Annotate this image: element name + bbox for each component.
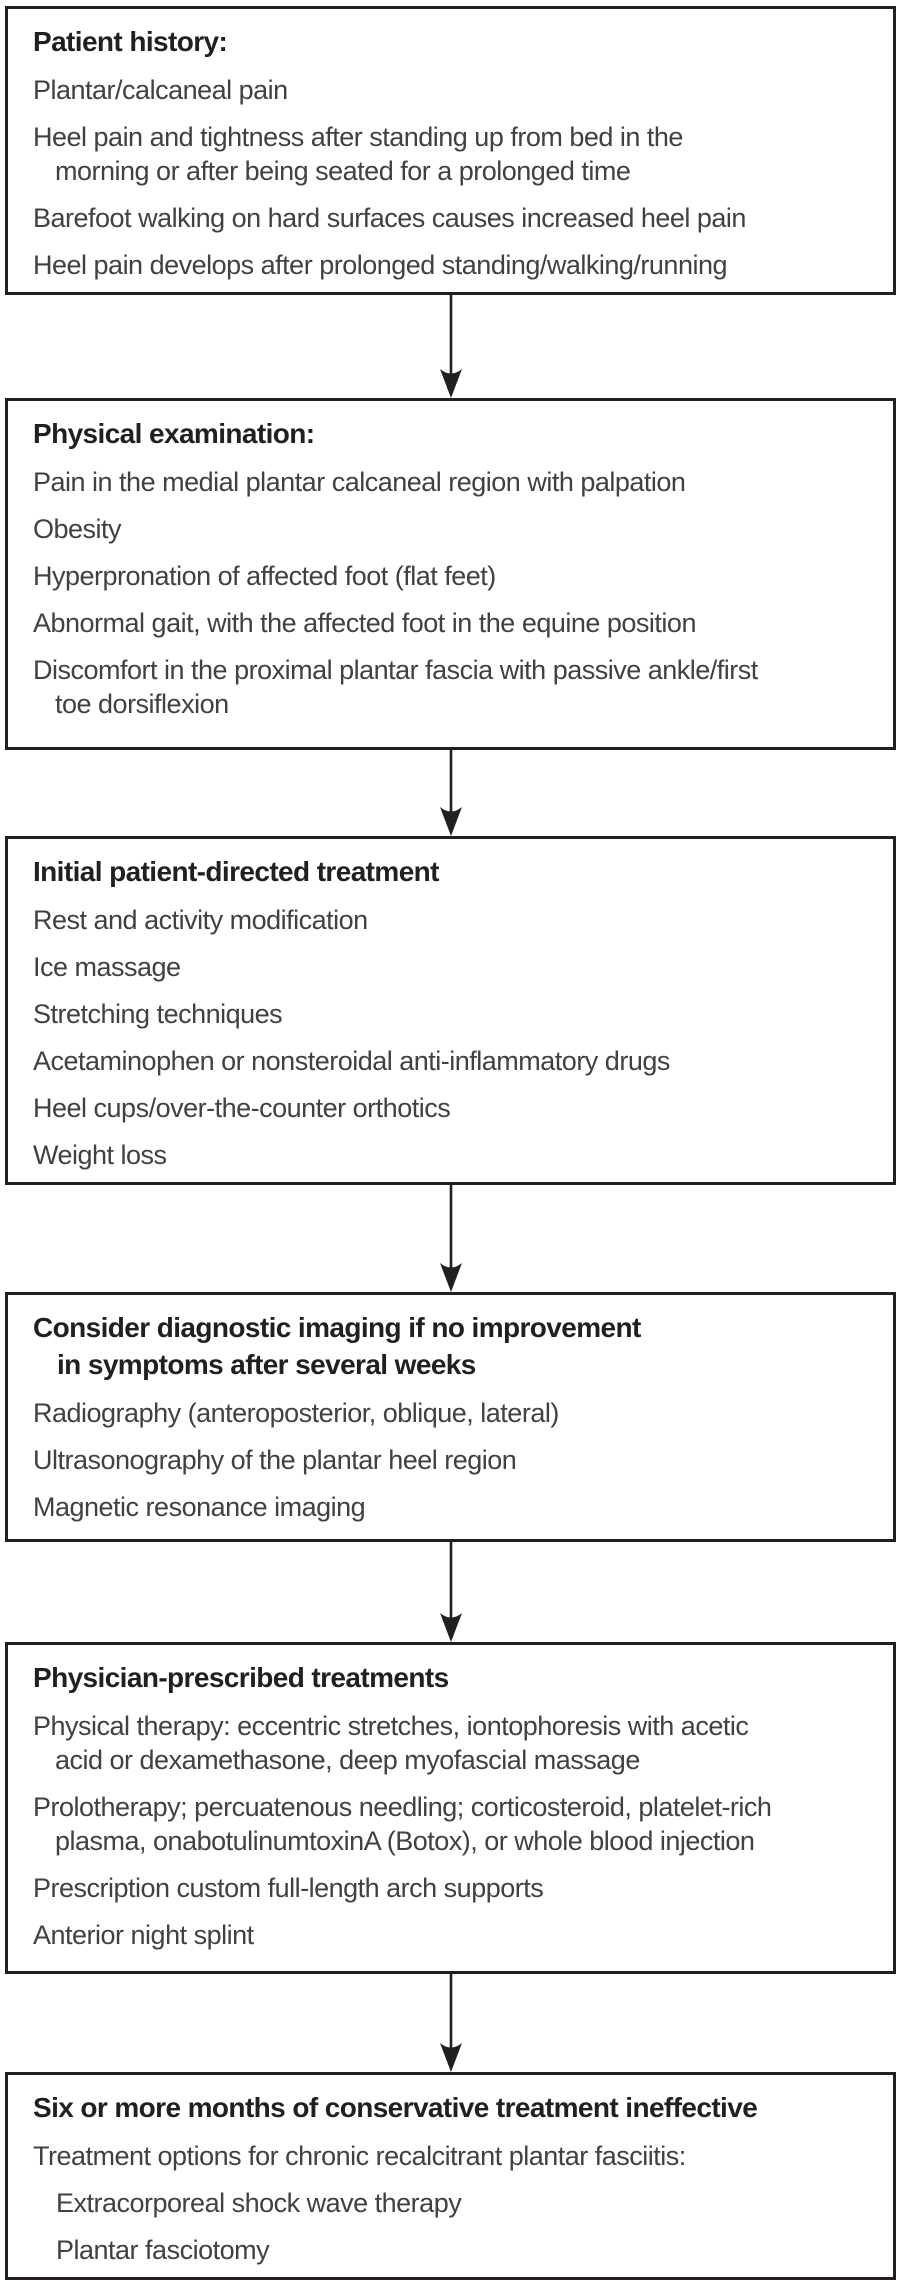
box-title-initial-patient-directed-treatment: Initial patient-directed treatment	[33, 856, 439, 887]
box-item: Obesity	[33, 514, 122, 544]
box-item: Barefoot walking on hard surfaces causes…	[33, 203, 746, 233]
box-item: Heel cups/over-the-counter orthotics	[33, 1093, 451, 1123]
box-item: Prolotherapy; percuatenous needling; cor…	[33, 1792, 772, 1856]
down-arrow-icon	[439, 1974, 462, 2072]
box-title-diagnostic-imaging: Consider diagnostic imaging if no improv…	[33, 1312, 641, 1380]
box-conservative-treatment-ineffective: Six or more months of conservative treat…	[5, 2072, 896, 2280]
flow-connector	[5, 750, 896, 836]
down-arrow-icon	[439, 750, 462, 836]
box-item: Prescription custom full-length arch sup…	[33, 1873, 544, 1903]
box-item: Pain in the medial plantar calcaneal reg…	[33, 467, 686, 497]
box-item: Ice massage	[33, 952, 181, 982]
flow-connector	[5, 1185, 896, 1292]
box-item: Acetaminophen or nonsteroidal anti-infla…	[33, 1046, 670, 1076]
box-item: Physical therapy: eccentric stretches, i…	[33, 1711, 749, 1775]
box-diagnostic-imaging: Consider diagnostic imaging if no improv…	[5, 1292, 896, 1542]
box-item: Ultrasonography of the plantar heel regi…	[33, 1445, 517, 1475]
box-item: Heel pain develops after prolonged stand…	[33, 250, 728, 280]
box-physical-examination: Physical examination: Pain in the medial …	[5, 398, 896, 750]
down-arrow-icon	[439, 1542, 462, 1642]
box-title-patient-history: Patient history:	[33, 26, 228, 57]
box-title-physician-prescribed-treatments: Physician-prescribed treatments	[33, 1662, 449, 1693]
flow-connector	[5, 295, 896, 398]
down-arrow-icon	[439, 1185, 462, 1292]
box-item: Discomfort in the proximal plantar fasci…	[33, 655, 758, 719]
box-title-physical-examination: Physical examination:	[33, 418, 315, 449]
box-item: Weight loss	[33, 1140, 167, 1170]
box-item: Magnetic resonance imaging	[33, 1492, 366, 1522]
box-item: Plantar/calcaneal pain	[33, 75, 288, 105]
flow-connector	[5, 1542, 896, 1642]
box-item: Abnormal gait, with the affected foot in…	[33, 608, 696, 638]
box-item: Treatment options for chronic recalcitra…	[33, 2141, 686, 2171]
box-item: Hyperpronation of affected foot (flat fe…	[33, 561, 496, 591]
box-item: Heel pain and tightness after standing u…	[33, 122, 683, 186]
box-item: Radiography (anteroposterior, oblique, l…	[33, 1398, 559, 1428]
box-item: Extracorporeal shock wave therapy	[56, 2188, 462, 2218]
box-item: Stretching techniques	[33, 999, 283, 1029]
box-item: Rest and activity modification	[33, 905, 368, 935]
flow-connector	[5, 1974, 896, 2072]
down-arrow-icon	[439, 295, 462, 398]
box-item: Plantar fasciotomy	[56, 2235, 270, 2265]
box-item: Anterior night splint	[33, 1920, 254, 1950]
box-title-conservative-treatment-ineffective: Six or more months of conservative treat…	[33, 2092, 758, 2123]
